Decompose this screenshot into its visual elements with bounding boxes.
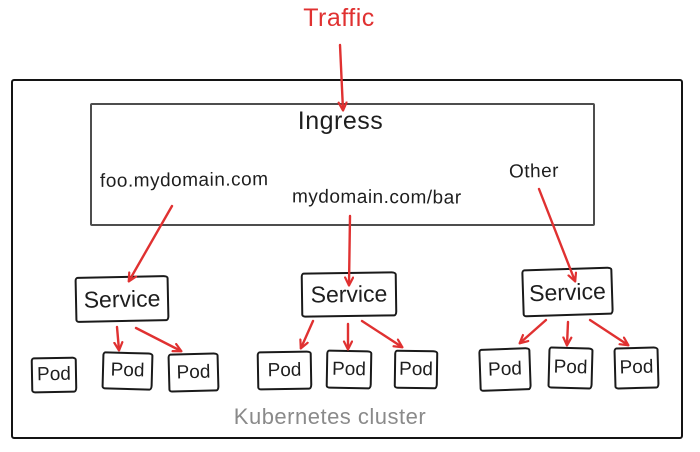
pod-node-6: Pod	[393, 349, 439, 390]
pod-label: Pod	[110, 359, 145, 382]
service-node-1: Service	[74, 275, 170, 323]
service-node-3: Service	[521, 266, 614, 318]
pod-node-9: Pod	[613, 346, 660, 390]
pod-label: Pod	[553, 356, 588, 379]
service-label: Service	[83, 284, 161, 313]
kubernetes-cluster-box	[11, 79, 683, 439]
pod-node-5: Pod	[325, 349, 373, 390]
service-label: Service	[528, 277, 607, 306]
kubernetes-cluster-label: Kubernetes cluster	[233, 404, 427, 429]
pod-node-8: Pod	[547, 346, 594, 390]
pod-label: Pod	[398, 358, 434, 380]
ingress-rule-mydomain-com-bar: mydomain.com/bar	[291, 186, 462, 209]
pod-label: Pod	[176, 361, 211, 383]
pod-node-2: Pod	[101, 351, 154, 391]
pod-label: Pod	[267, 359, 302, 381]
pod-label: Pod	[487, 357, 523, 381]
pod-node-7: Pod	[478, 347, 532, 392]
pod-label: Pod	[331, 358, 367, 380]
service-node-2: Service	[300, 271, 398, 318]
service-label: Service	[310, 280, 388, 308]
ingress-rule-other: Other	[508, 160, 560, 183]
pod-label: Pod	[36, 363, 72, 386]
ingress-title: Ingress	[297, 107, 384, 135]
traffic-label: Traffic	[303, 4, 375, 32]
pod-node-1: Pod	[30, 356, 78, 394]
pod-node-3: Pod	[167, 352, 220, 393]
pod-node-4: Pod	[256, 350, 313, 391]
ingress-rule-foo-mydomain-com: foo.mydomain.com	[99, 169, 269, 192]
pod-label: Pod	[619, 356, 654, 379]
